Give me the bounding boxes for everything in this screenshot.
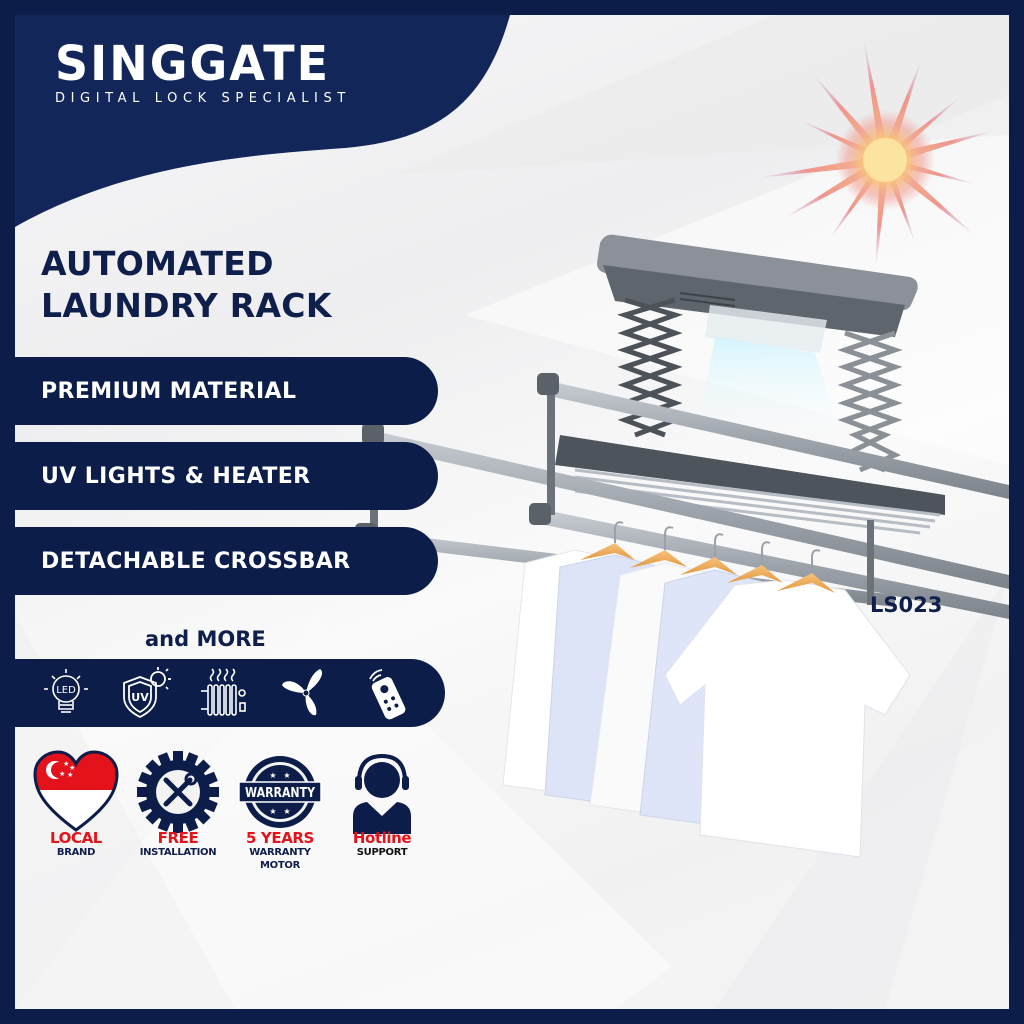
- svg-text:★: ★: [269, 807, 276, 816]
- trust-badges: ★★★★ LOCAL BRAND: [27, 750, 431, 872]
- svg-text:LED: LED: [56, 685, 76, 696]
- headset-agent-icon: [353, 753, 411, 834]
- badge-caption: SUPPORT: [356, 847, 408, 858]
- uv-shield-icon: UV: [117, 664, 175, 722]
- badge-caption: INSTALLATION: [139, 847, 217, 858]
- ad-canvas: SINGGATE DIGITAL LOCK SPECIALIST: [15, 15, 1009, 1009]
- warranty-seal-icon: ★ ★ ★ ★ WARRANTY: [238, 756, 322, 828]
- badge-highlight: Hotline: [352, 829, 412, 847]
- and-more-label: and MORE: [145, 627, 266, 651]
- singapore-heart-icon: ★★★★: [33, 750, 119, 832]
- brand-tagline: DIGITAL LOCK SPECIALIST: [55, 91, 351, 106]
- remote-control-icon: [357, 664, 415, 722]
- feature-uv-lights-heater: UV LIGHTS & HEATER: [15, 442, 438, 510]
- page-title: AUTOMATED LAUNDRY RACK: [41, 243, 332, 327]
- title-line-1: AUTOMATED: [41, 244, 274, 283]
- svg-text:★: ★: [283, 771, 290, 780]
- svg-text:★: ★: [59, 770, 65, 778]
- model-number: LS023: [870, 593, 943, 617]
- svg-text:WARRANTY: WARRANTY: [245, 786, 315, 801]
- svg-text:★: ★: [269, 771, 276, 780]
- badge-free-installation: FREE INSTALLATION: [129, 750, 227, 872]
- fan-icon: [277, 664, 335, 722]
- brand-logo: SINGGATE DIGITAL LOCK SPECIALIST: [55, 39, 351, 106]
- badge-caption: BRAND: [56, 847, 96, 858]
- badge-local-brand: ★★★★ LOCAL BRAND: [27, 750, 125, 872]
- sun-graphic: [756, 36, 997, 270]
- svg-text:UV: UV: [131, 691, 149, 704]
- svg-text:★: ★: [69, 764, 75, 772]
- badge-caption: WARRANTY MOTOR: [249, 847, 311, 871]
- feature-premium-material: PREMIUM MATERIAL: [15, 357, 438, 425]
- badge-hotline-support: Hotline SUPPORT: [333, 750, 431, 872]
- title-line-2: LAUNDRY RACK: [41, 286, 332, 325]
- badge-highlight: LOCAL: [50, 829, 102, 847]
- brand-name: SINGGATE: [55, 34, 331, 92]
- svg-text:★: ★: [283, 807, 290, 816]
- svg-text:★: ★: [63, 760, 69, 768]
- header-banner: [15, 15, 510, 227]
- badge-highlight: FREE: [157, 829, 199, 847]
- led-bulb-icon: LED: [37, 664, 95, 722]
- badge-highlight: 5 YEARS: [246, 829, 314, 847]
- gear-tools-icon: [137, 751, 219, 833]
- feature-detachable-crossbar: DETACHABLE CROSSBAR: [15, 527, 438, 595]
- badge-warranty: ★ ★ ★ ★ WARRANTY 5 YEARS WARRANTY MOTOR: [231, 750, 329, 872]
- feature-icon-bar: LED UV: [15, 659, 445, 727]
- heater-radiator-icon: [197, 664, 255, 722]
- svg-text:★: ★: [67, 771, 73, 779]
